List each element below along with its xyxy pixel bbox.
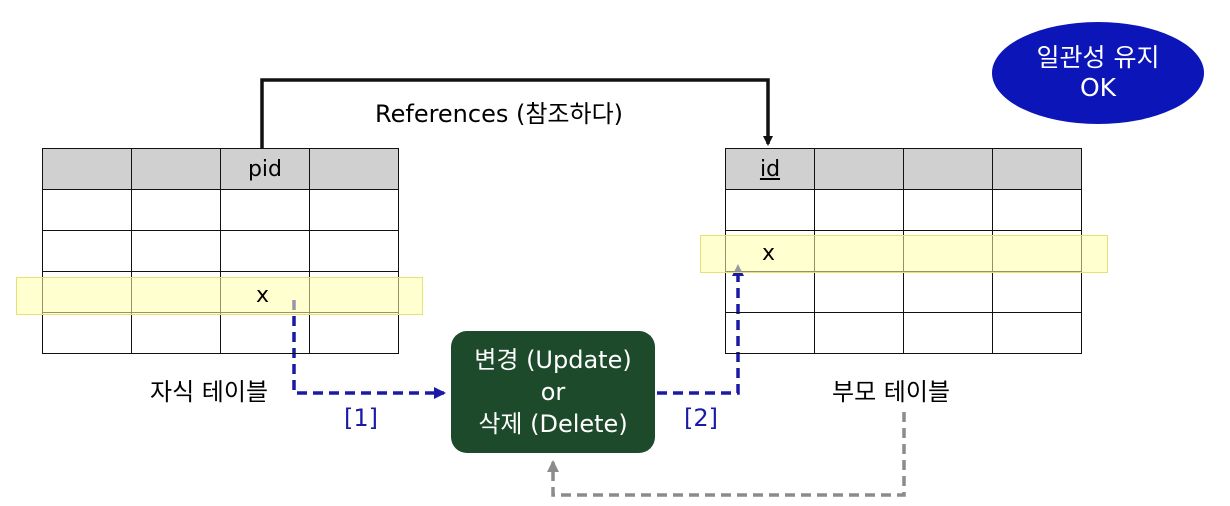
child-header-cell: [309, 148, 399, 190]
parent-header-cell: [992, 148, 1082, 190]
references-arrow: [260, 78, 773, 150]
child-table-label: 자식 테이블: [150, 378, 269, 406]
table-row: [725, 312, 1082, 354]
action-line3: 삭제 (Delete): [478, 410, 628, 438]
child-key-header: pid: [220, 148, 310, 190]
badge-line1: 일관성 유지: [1036, 43, 1160, 72]
action-box: 변경 (Update) or 삭제 (Delete): [451, 331, 655, 453]
step1-label: [1]: [344, 404, 378, 432]
badge-line2: OK: [1079, 73, 1117, 102]
parent-table-header-row: id: [725, 148, 1082, 190]
parent-row-value: x: [762, 241, 776, 266]
table-row: [42, 230, 399, 272]
parent-header-cell: [903, 148, 993, 190]
parent-row-highlight: [700, 235, 1108, 273]
action-line1: 변경 (Update): [474, 346, 632, 374]
consistency-badge: 일관성 유지 OK: [992, 22, 1204, 124]
child-row-highlight: [16, 277, 423, 315]
parent-table-label: 부모 테이블: [832, 378, 951, 406]
child-table: pid: [42, 148, 399, 354]
table-row: [725, 271, 1082, 313]
table-row: [725, 189, 1082, 231]
child-table-header-row: pid: [42, 148, 399, 190]
child-header-cell: [42, 148, 132, 190]
table-row: [42, 189, 399, 231]
parent-key-header: id: [725, 148, 815, 190]
parent-key-text: id: [759, 156, 781, 182]
child-header-cell: [131, 148, 221, 190]
table-row: [42, 312, 399, 354]
parent-header-cell: [814, 148, 904, 190]
feedback-arrow: [547, 412, 906, 497]
child-row-value: x: [256, 283, 270, 308]
action-line2: or: [540, 378, 566, 406]
step1-arrow: [292, 300, 446, 399]
step2-label: [2]: [684, 404, 718, 432]
references-label: References (참조하다): [375, 100, 624, 128]
